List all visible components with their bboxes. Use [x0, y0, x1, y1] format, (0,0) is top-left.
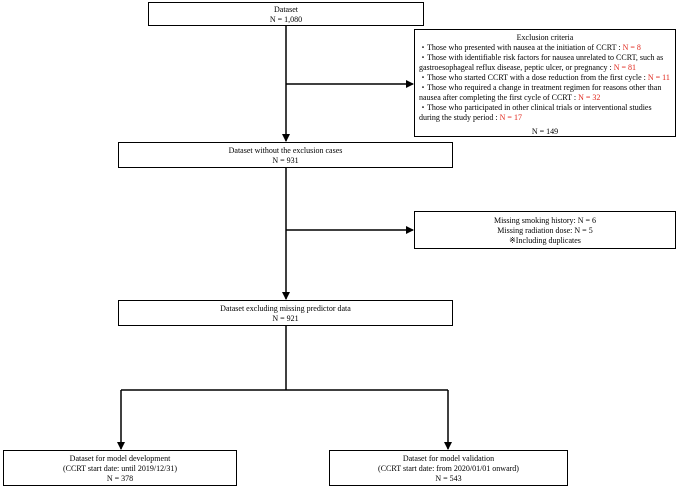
without-exclusion-title: Dataset without the exclusion cases	[228, 146, 343, 155]
missing-smoking: Missing smoking history: N = 6	[493, 216, 597, 225]
missing-note: ※Including duplicates	[509, 236, 581, 245]
exclusion-item: ・Those who started CCRT with a dose redu…	[419, 73, 670, 82]
development-box: Dataset for model development (CCRT star…	[3, 450, 237, 486]
excluding-missing-box: Dataset excluding missing predictor data…	[118, 300, 453, 326]
without-exclusion-box: Dataset without the exclusion cases N = …	[118, 142, 453, 168]
missing-data-box: Missing smoking history: N = 6 Missing r…	[414, 211, 676, 249]
exclusion-item: ・Those who presented with nausea at the …	[419, 43, 641, 52]
exclusion-item: ・Those who required a change in treatmen…	[419, 83, 662, 102]
excluding-missing-title: Dataset excluding missing predictor data	[220, 304, 351, 313]
excluding-missing-count: N = 921	[272, 314, 299, 323]
dataset-title: Dataset	[274, 5, 298, 14]
dataset-box: Dataset N = 1,080	[148, 2, 424, 26]
development-count: N = 378	[106, 474, 134, 483]
exclusion-criteria-box: Exclusion criteria ・Those who presented …	[414, 29, 676, 137]
development-title: Dataset for model development	[69, 454, 171, 463]
without-exclusion-count: N = 931	[272, 156, 299, 165]
development-subtitle: (CCRT start date: until 2019/12/31)	[62, 464, 178, 473]
exclusion-title: Exclusion criteria	[516, 33, 574, 42]
exclusion-item: ・Those who participated in other clinica…	[419, 103, 652, 122]
validation-subtitle: (CCRT start date: from 2020/01/01 onward…	[378, 464, 519, 473]
exclusion-total: N = 149	[531, 127, 559, 136]
validation-box: Dataset for model validation (CCRT start…	[329, 450, 568, 486]
exclusion-item: ・Those with identifiable risk factors fo…	[419, 53, 664, 72]
dataset-count: N = 1,080	[269, 15, 303, 24]
validation-count: N = 543	[435, 474, 462, 483]
missing-radiation: Missing radiation dose: N = 5	[497, 226, 593, 235]
validation-title: Dataset for model validation	[402, 454, 495, 463]
